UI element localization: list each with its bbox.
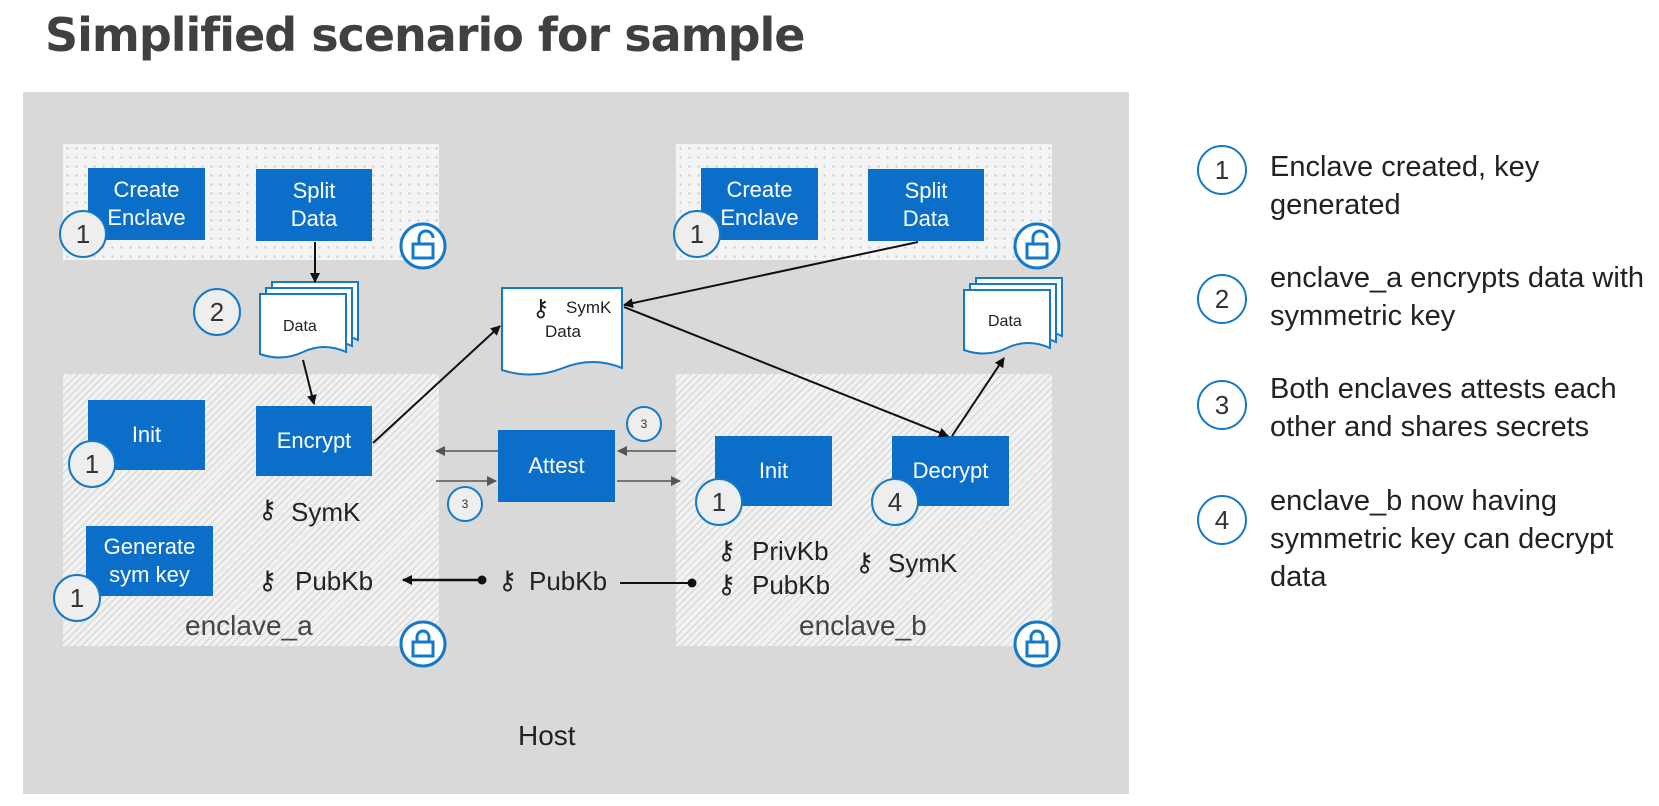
enclave-a-zone: [63, 374, 439, 646]
encrypt-box: Encrypt: [256, 406, 372, 476]
legend-text-3: Both enclaves attests each other and sha…: [1270, 373, 1617, 443]
legend-text-1: Enclave created, key generated: [1270, 151, 1540, 221]
generate-sym-key-box: Generate sym key: [86, 526, 213, 596]
step-1-circle: 1: [695, 478, 743, 526]
step-3-small-circle: 3: [626, 406, 662, 442]
doc-data-label: Data: [545, 322, 581, 341]
locked-icon: [399, 620, 447, 668]
split-data-a-box: Split Data: [256, 169, 372, 241]
key-icon: ⚷: [855, 547, 875, 577]
step-1-circle: 1: [68, 440, 116, 488]
key-icon: ⚷: [498, 565, 518, 595]
create-enclave-b-box: Create Enclave: [701, 168, 818, 240]
pubkb-transfer-label: PubKb: [529, 566, 608, 596]
encrypted-document: [501, 287, 623, 376]
key-icon: ⚷: [717, 535, 737, 565]
data-document-b: [963, 277, 1063, 355]
step-4-circle: 4: [871, 478, 919, 526]
split-data-b-box: Split Data: [868, 169, 984, 241]
key-icon: ⚷: [258, 565, 278, 595]
key-icon: ⚷: [258, 494, 278, 524]
data-document-a: [259, 281, 359, 359]
doc-key-icon: ⚷: [532, 295, 550, 322]
step-1-circle: 1: [59, 210, 107, 258]
privkb-label: PrivKb: [752, 536, 829, 566]
legend-num-2: 2: [1197, 274, 1247, 324]
legend-num-4: 4: [1197, 495, 1247, 545]
create-enclave-a-box: Create Enclave: [88, 168, 205, 240]
key-icon: ⚷: [717, 569, 737, 599]
symk-b-label: SymK: [888, 548, 958, 578]
step-3-small-circle: 3: [447, 486, 483, 522]
step-1-circle: 1: [53, 574, 101, 622]
step-1-circle: 1: [673, 210, 721, 258]
step-2-circle: 2: [193, 288, 241, 336]
attest-box: Attest: [498, 430, 615, 502]
host-label: Host: [518, 720, 576, 751]
symk-a-label: SymK: [291, 497, 361, 527]
pubkb-b-label: PubKb: [752, 570, 831, 600]
doc-symk-label: SymK: [566, 298, 612, 317]
data-doc-a-label: Data: [283, 318, 317, 335]
legend-num-1: 1: [1197, 145, 1247, 195]
legend-text-2: enclave_a encrypts data with symmetric k…: [1270, 262, 1644, 332]
unlocked-icon: [399, 222, 447, 270]
init-a-box: Init: [88, 400, 205, 470]
page-title: Simplified scenario for sample: [45, 8, 805, 62]
unlocked-icon: [1013, 222, 1061, 270]
data-doc-b-label: Data: [988, 313, 1022, 330]
enclave-b-name: enclave_b: [799, 610, 927, 641]
enclave-a-name: enclave_a: [185, 610, 313, 641]
locked-icon: [1013, 620, 1061, 668]
legend-text-4: enclave_b now having symmetric key can d…: [1270, 485, 1614, 593]
legend-num-3: 3: [1197, 380, 1247, 430]
pubkb-a-label: PubKb: [295, 566, 374, 596]
